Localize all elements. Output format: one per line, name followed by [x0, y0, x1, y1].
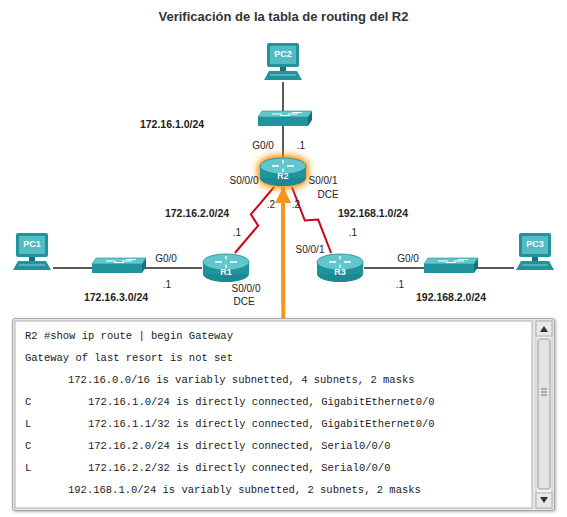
callout-arrow — [281, 187, 285, 318]
console-line: Gateway of last resort is not set — [25, 351, 233, 365]
console-line: 172.16.0.0/16 is variably subnetted, 4 s… — [68, 373, 415, 387]
subnet-label: 172.16.3.0/24 — [84, 291, 148, 303]
pc-icon — [262, 42, 304, 82]
interface-label: G0/0 — [155, 253, 177, 265]
subnet-label: 172.16.1.0/24 — [140, 118, 204, 130]
pc-icon — [514, 232, 556, 272]
interface-label: S0/0/0 — [230, 175, 259, 187]
pc-node: PC3 — [514, 232, 556, 272]
router-name: R2 — [259, 171, 307, 182]
router-node: R1 — [202, 253, 250, 283]
console-line: 192.168.1.0/24 is variably subnetted, 2 … — [68, 483, 421, 497]
host-address: .1 — [396, 279, 404, 291]
pc-name: PC1 — [11, 239, 53, 250]
ethernet-link — [53, 267, 202, 269]
interface-label: S0/0/1 — [309, 175, 338, 187]
interface-label: G0/0 — [397, 253, 419, 265]
pc-node: PC1 — [11, 232, 53, 272]
pc-name: PC2 — [262, 49, 304, 60]
router-name: R3 — [316, 267, 364, 278]
host-address: .1 — [349, 227, 357, 239]
console-line: L 172.16.2.2/32 is directly connected, S… — [25, 461, 390, 475]
subnet-label: 192.168.2.0/24 — [416, 291, 486, 303]
pc-node: PC2 — [262, 42, 304, 82]
subnet-label: 172.16.2.0/24 — [165, 207, 229, 219]
host-address: .1 — [297, 140, 305, 152]
console-box: R2 #show ip route | begin GatewayGateway… — [12, 318, 555, 511]
host-address: .2 — [292, 199, 300, 211]
switch-icon — [258, 111, 312, 126]
diagram-title: Verificación de la tabla de routing del … — [0, 9, 567, 24]
switch-icon — [424, 258, 478, 273]
dce-label: DCE — [233, 296, 254, 308]
ethernet-link — [364, 267, 514, 269]
subnet-label: 192.168.1.0/24 — [338, 207, 408, 219]
router-name: R1 — [202, 267, 250, 278]
console-line: C 172.16.1.0/24 is directly connected, G… — [25, 395, 435, 409]
dce-label: DCE — [317, 189, 338, 201]
interface-label: S0/0/0 — [232, 283, 261, 295]
console-line: R2 #show ip route | begin Gateway — [25, 329, 233, 343]
console-line: L 172.16.1.1/32 is directly connected, G… — [25, 417, 435, 431]
pc-name: PC3 — [514, 239, 556, 250]
router-node: R3 — [316, 253, 364, 283]
interface-label: S0/0/1 — [296, 244, 325, 256]
switch-icon — [92, 258, 146, 273]
interface-label: G0/0 — [252, 140, 274, 152]
host-address: .1 — [233, 227, 241, 239]
router-node: R2 — [259, 157, 307, 187]
console-line: C 172.16.2.0/24 is directly connected, S… — [25, 439, 390, 453]
host-address: .1 — [163, 279, 171, 291]
term-icon — [13, 319, 554, 510]
pc-icon — [11, 232, 53, 272]
ethernet-link — [282, 82, 284, 157]
host-address: .2 — [267, 199, 275, 211]
serial-link — [235, 187, 274, 253]
